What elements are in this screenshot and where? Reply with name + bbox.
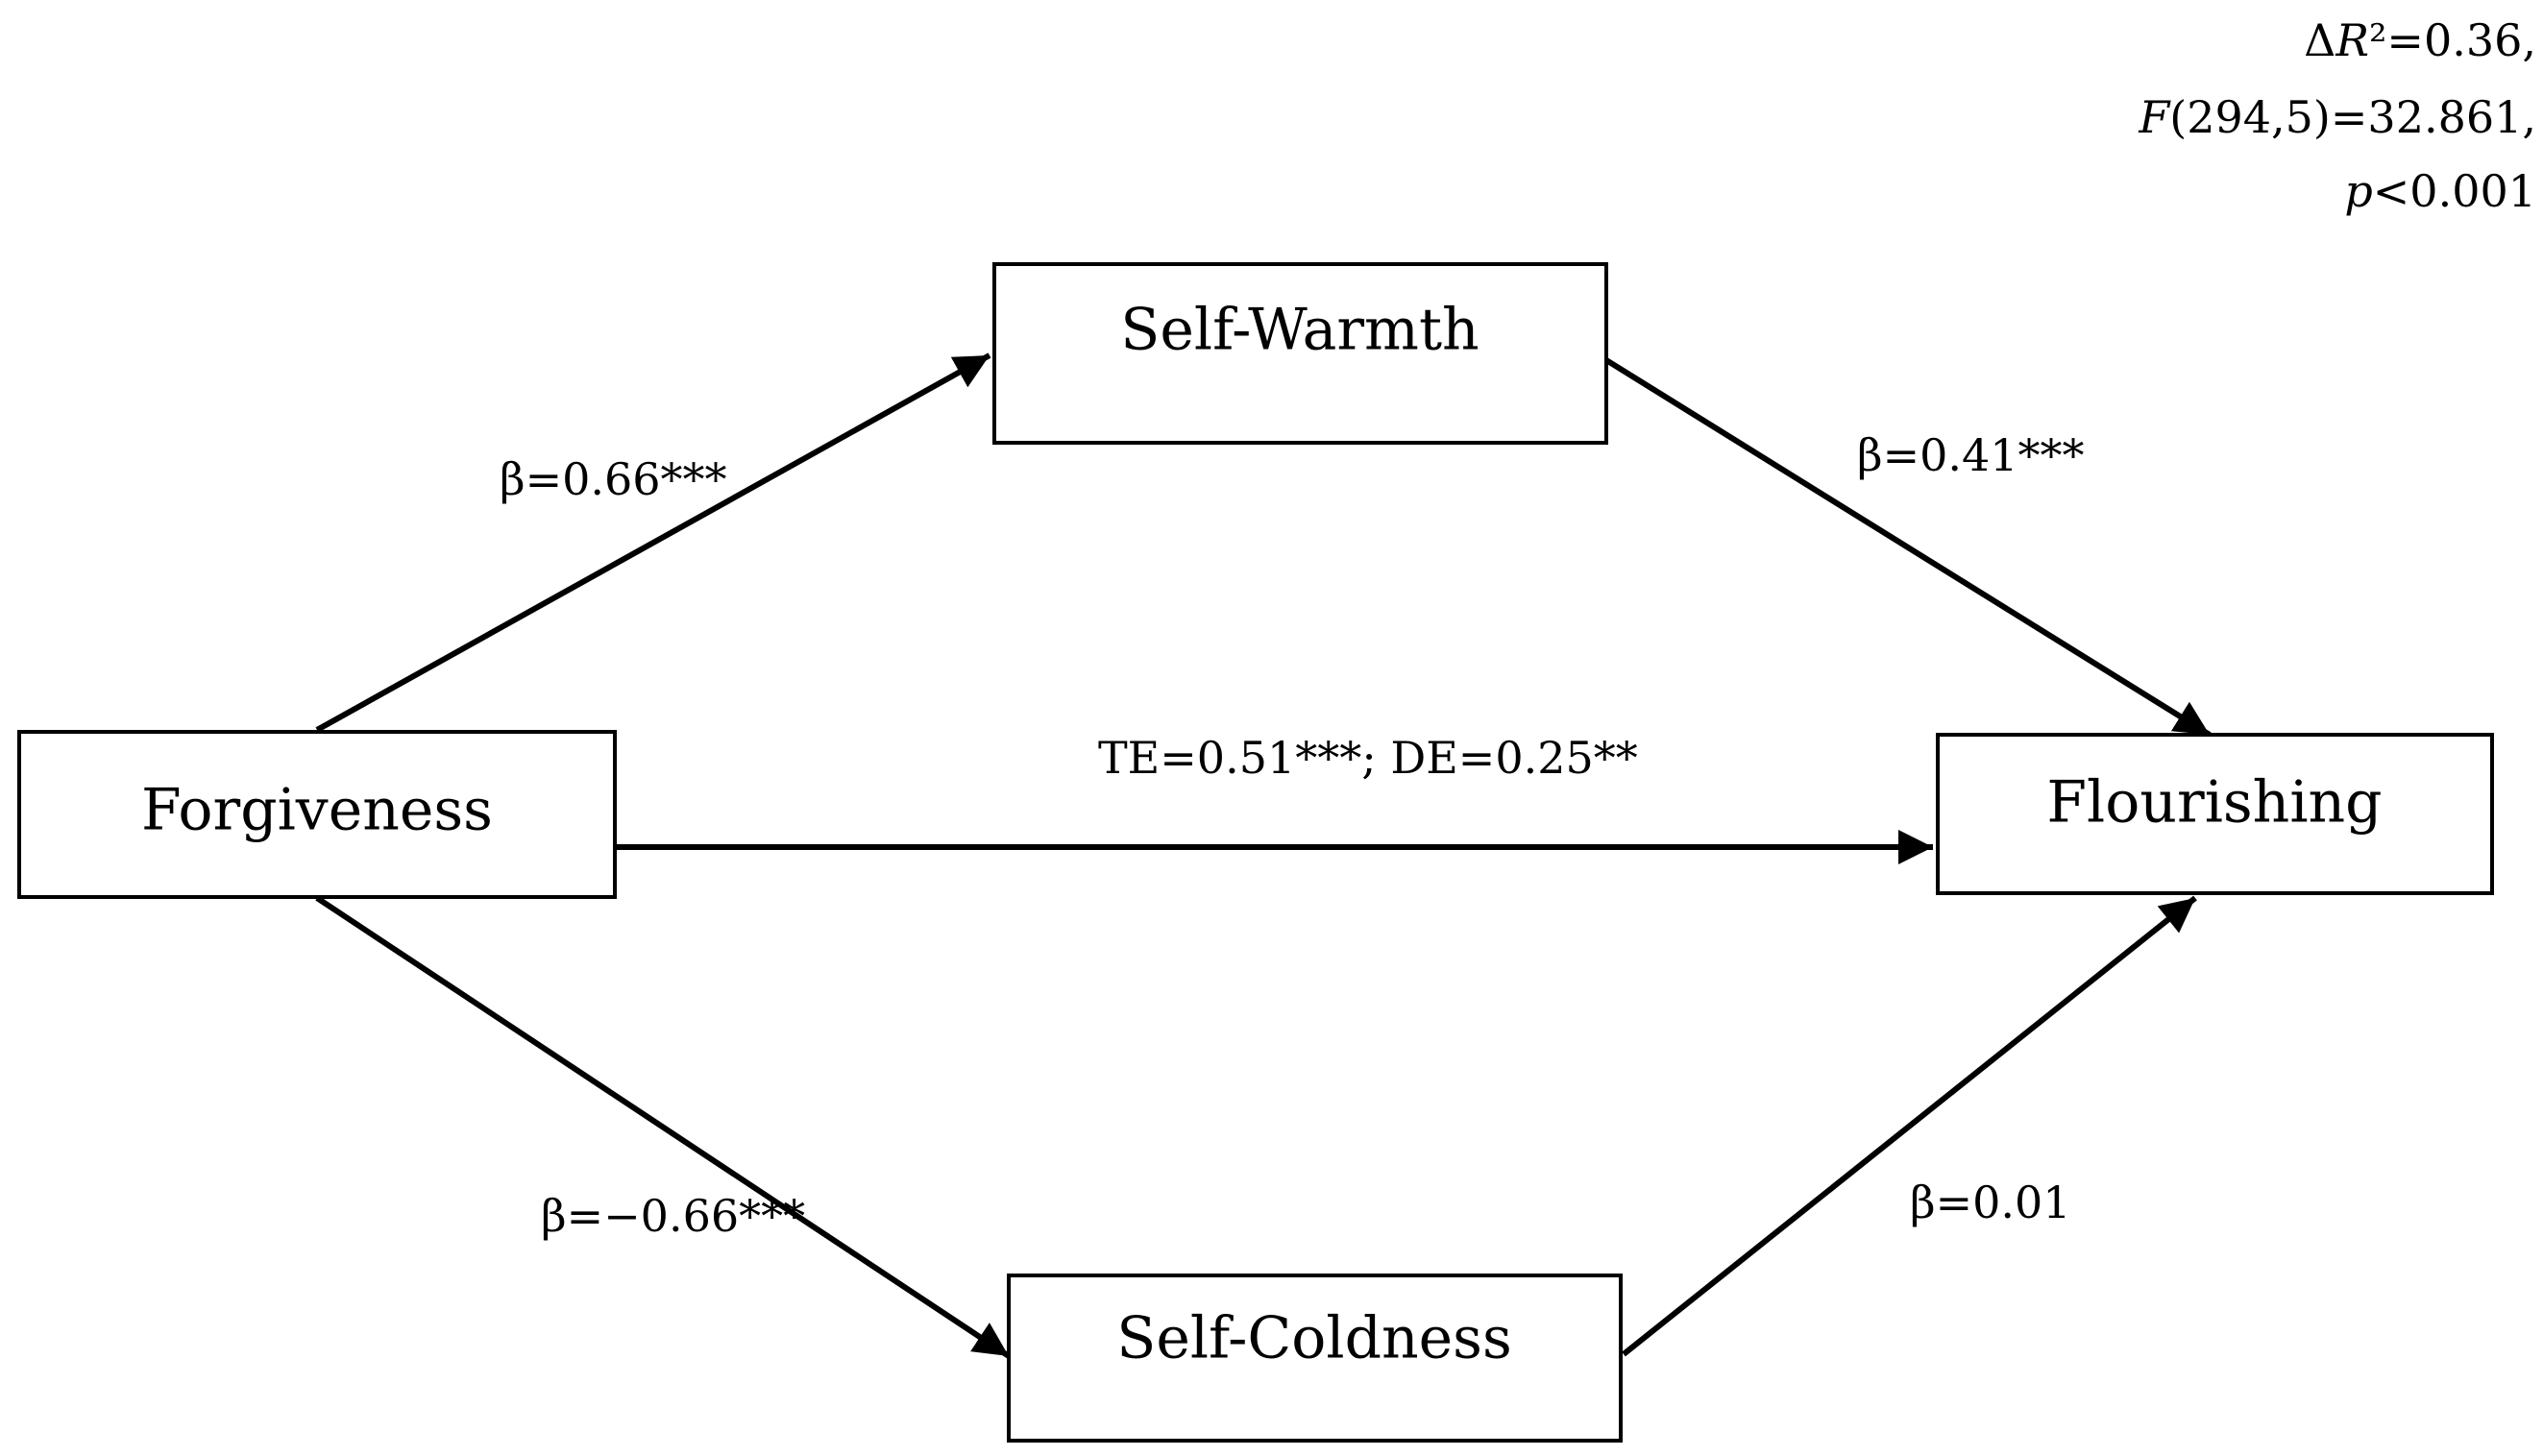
edge-forgiveness-to-self-coldness bbox=[315, 895, 1011, 1359]
node-self-coldness: Self-Coldness bbox=[1007, 1274, 1623, 1443]
stats-p-value: p<0.001 bbox=[2344, 165, 2536, 217]
edge-label-forgiveness-to-flourishing: TE=0.51***; DE=0.25** bbox=[1098, 732, 1638, 784]
edge-self-warmth-to-flourishing bbox=[1604, 357, 2212, 738]
edge-self-coldness-to-flourishing bbox=[1622, 895, 2197, 1357]
node-forgiveness-label: Forgiveness bbox=[141, 777, 493, 844]
stats-r-squared: ΔR²=0.36, bbox=[2304, 14, 2536, 66]
edge-label-self-warmth-to-flourishing: β=0.41*** bbox=[1857, 429, 2085, 481]
stats-f-test: F(294,5)=32.861, bbox=[2138, 91, 2536, 143]
node-self-warmth: Self-Warmth bbox=[992, 262, 1608, 445]
edge-label-forgiveness-to-self-coldness: β=−0.66*** bbox=[541, 1190, 805, 1242]
node-flourishing-label: Flourishing bbox=[2046, 769, 2382, 837]
node-self-coldness-label: Self-Coldness bbox=[1116, 1305, 1512, 1372]
node-flourishing: Flourishing bbox=[1936, 733, 2494, 895]
edge-label-self-coldness-to-flourishing: β=0.01 bbox=[1910, 1177, 2071, 1228]
edge-forgiveness-to-self-warmth bbox=[315, 352, 991, 733]
node-forgiveness: Forgiveness bbox=[17, 730, 617, 899]
node-self-warmth-label: Self-Warmth bbox=[1120, 297, 1479, 364]
edge-label-forgiveness-to-self-warmth: β=0.66*** bbox=[500, 453, 727, 505]
